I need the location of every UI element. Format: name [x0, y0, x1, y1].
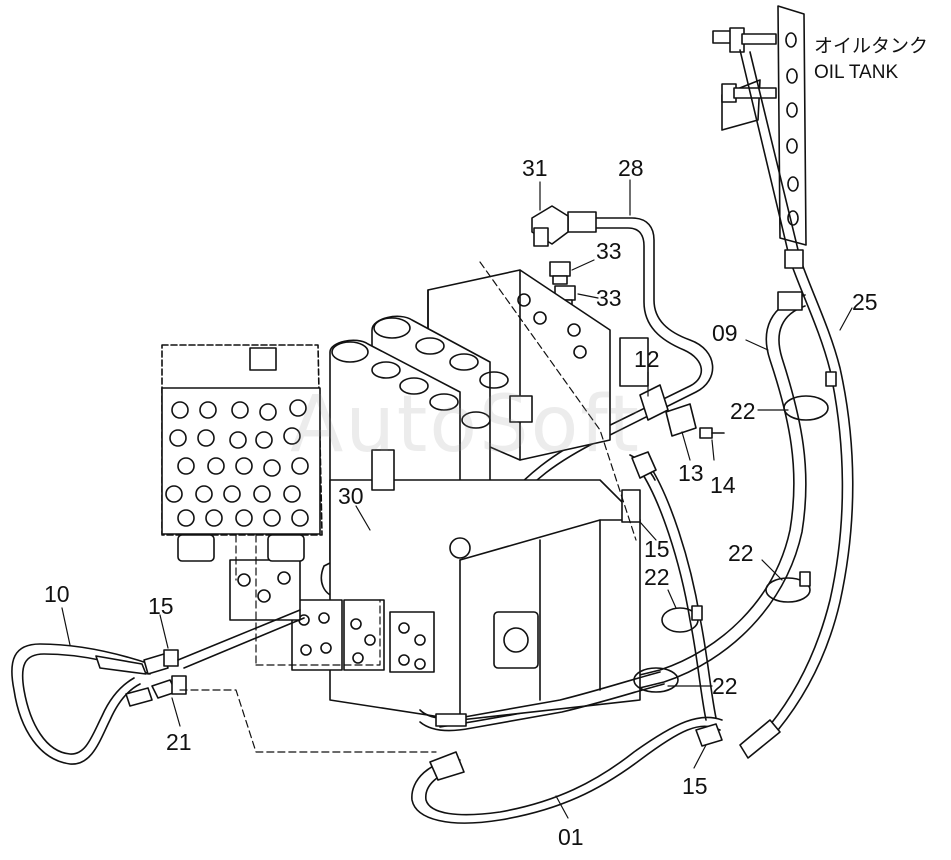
- fitting-15-left: [143, 649, 179, 675]
- part-label-21: 21: [166, 729, 192, 755]
- part-label-01: 01: [558, 824, 584, 850]
- pilot-manifold-block: [161, 344, 323, 562]
- clamp-22-center: [661, 605, 703, 633]
- control-valve-body: [229, 269, 649, 721]
- clamp-22-mid-right: [765, 571, 811, 603]
- leader-lines: [61, 179, 853, 819]
- elbow-fitting-31: [531, 205, 569, 247]
- manifold-port-fittings: [165, 399, 309, 527]
- pilot-line-to-manifold: [177, 609, 305, 669]
- part-label-15-center: 15: [644, 536, 670, 562]
- part-label-09: 09: [712, 320, 738, 346]
- oil-tank-plate: [721, 5, 807, 246]
- tank-fitting-lower: [721, 83, 777, 103]
- part-label-28: 28: [618, 155, 644, 181]
- part-label-14: 14: [710, 472, 736, 498]
- part-label-15-left: 15: [148, 593, 174, 619]
- oil-tank-label: オイルタンク OIL TANK: [814, 34, 928, 86]
- tank-fitting-upper: [712, 27, 777, 53]
- part-label-10: 10: [44, 581, 70, 607]
- part-label-33-lower: 33: [596, 285, 622, 311]
- clamp-22-lower: [633, 667, 679, 693]
- part-label-15-lower: 15: [682, 773, 708, 799]
- part-label-30: 30: [338, 483, 364, 509]
- part-label-33-upper: 33: [596, 238, 622, 264]
- oil-tank-label-jp: オイルタンク: [814, 36, 929, 57]
- part-label-31: 31: [522, 155, 548, 181]
- clamp-12: [639, 384, 725, 439]
- oil-tank-label-en: OIL TANK: [814, 62, 899, 83]
- hose-10: [11, 643, 153, 765]
- hose-01: [411, 671, 723, 824]
- part-label-22-lower: 22: [712, 673, 738, 699]
- watermark: AutoSoft: [290, 380, 642, 470]
- part-label-22-upper: 22: [730, 398, 756, 424]
- part-label-25: 25: [852, 289, 878, 315]
- hose-25: [739, 49, 854, 759]
- clamp-22-upper-right: [783, 371, 837, 421]
- plug-33-upper: [549, 261, 571, 285]
- fitting-15-lower-right: [695, 723, 723, 747]
- part-label-12: 12: [634, 346, 660, 372]
- tee-fitting-21: [151, 675, 187, 699]
- part-label-22-right: 22: [728, 540, 754, 566]
- part-label-13: 13: [678, 460, 704, 486]
- part-label-22-center: 22: [644, 564, 670, 590]
